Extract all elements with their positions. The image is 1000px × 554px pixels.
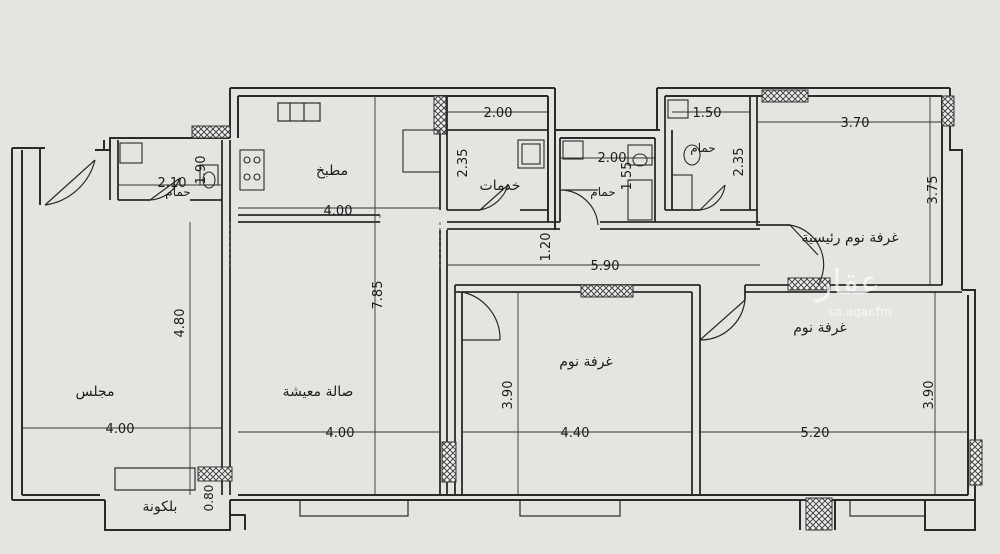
interior-walls <box>109 96 962 495</box>
openings <box>114 102 926 517</box>
label-majlis: مجلس <box>75 384 114 400</box>
watermark-logo: عقار <box>814 263 880 303</box>
dim-bed-right-h: 3.90 <box>922 381 937 410</box>
dim-corridor-h: 1.20 <box>539 233 554 262</box>
dim-master-h: 3.75 <box>926 176 941 205</box>
room-labels: مجلس صالة معيشة مطبخ خدمات حمام حمام حما… <box>75 141 898 515</box>
dim-bath2-h: 1.55 <box>620 162 635 191</box>
watermark: عقار sa.aqar.fm <box>814 263 892 319</box>
dim-bath1-h: 1.90 <box>194 156 209 185</box>
dim-bath1-w: 2.10 <box>158 176 187 191</box>
label-kitchen: مطبخ <box>316 163 348 179</box>
dim-bath3-w: 1.50 <box>693 106 722 121</box>
fixtures <box>119 99 701 221</box>
watermark-site: sa.aqar.fm <box>828 305 891 319</box>
windows <box>191 89 983 531</box>
dim-majlis-w: 4.00 <box>106 422 135 437</box>
dimension-lines <box>22 96 968 495</box>
dim-bed-right-w: 5.20 <box>801 426 830 441</box>
open-boundaries <box>229 215 441 270</box>
label-services: خدمات <box>480 178 521 194</box>
dimension-labels: 2.10 1.90 4.00 2.00 2.35 2.00 1.55 1.50 … <box>106 106 941 511</box>
dim-living-h: 7.85 <box>371 281 386 310</box>
dim-corridor-w: 5.90 <box>591 259 620 274</box>
label-bath3: حمام <box>690 141 715 155</box>
dim-bed-mid-h: 3.90 <box>501 381 516 410</box>
dim-bath2-w: 2.00 <box>598 151 627 166</box>
dim-balcony-h: 0.80 <box>202 485 216 512</box>
dim-master-w: 3.70 <box>841 116 870 131</box>
label-bedroom-right: غرفة نوم <box>793 320 847 336</box>
dim-services-w: 2.00 <box>484 106 513 121</box>
dim-bath3-h: 2.35 <box>732 148 747 177</box>
dim-services-h: 2.35 <box>456 149 471 178</box>
dim-bed-mid-w: 4.40 <box>561 426 590 441</box>
label-bath1: حمام <box>165 185 190 199</box>
label-balcony: بلكونة <box>143 499 178 515</box>
dim-living-w: 4.00 <box>326 426 355 441</box>
label-bedroom-middle: غرفة نوم <box>559 354 613 370</box>
label-living: صالة معيشة <box>283 384 354 400</box>
label-bath2: حمام <box>590 185 615 199</box>
dim-kitchen-w: 4.00 <box>324 204 353 219</box>
label-bedroom-master: غرفة نوم رئيسية <box>801 230 898 246</box>
dim-majlis-h: 4.80 <box>173 309 188 338</box>
doors <box>44 159 825 341</box>
